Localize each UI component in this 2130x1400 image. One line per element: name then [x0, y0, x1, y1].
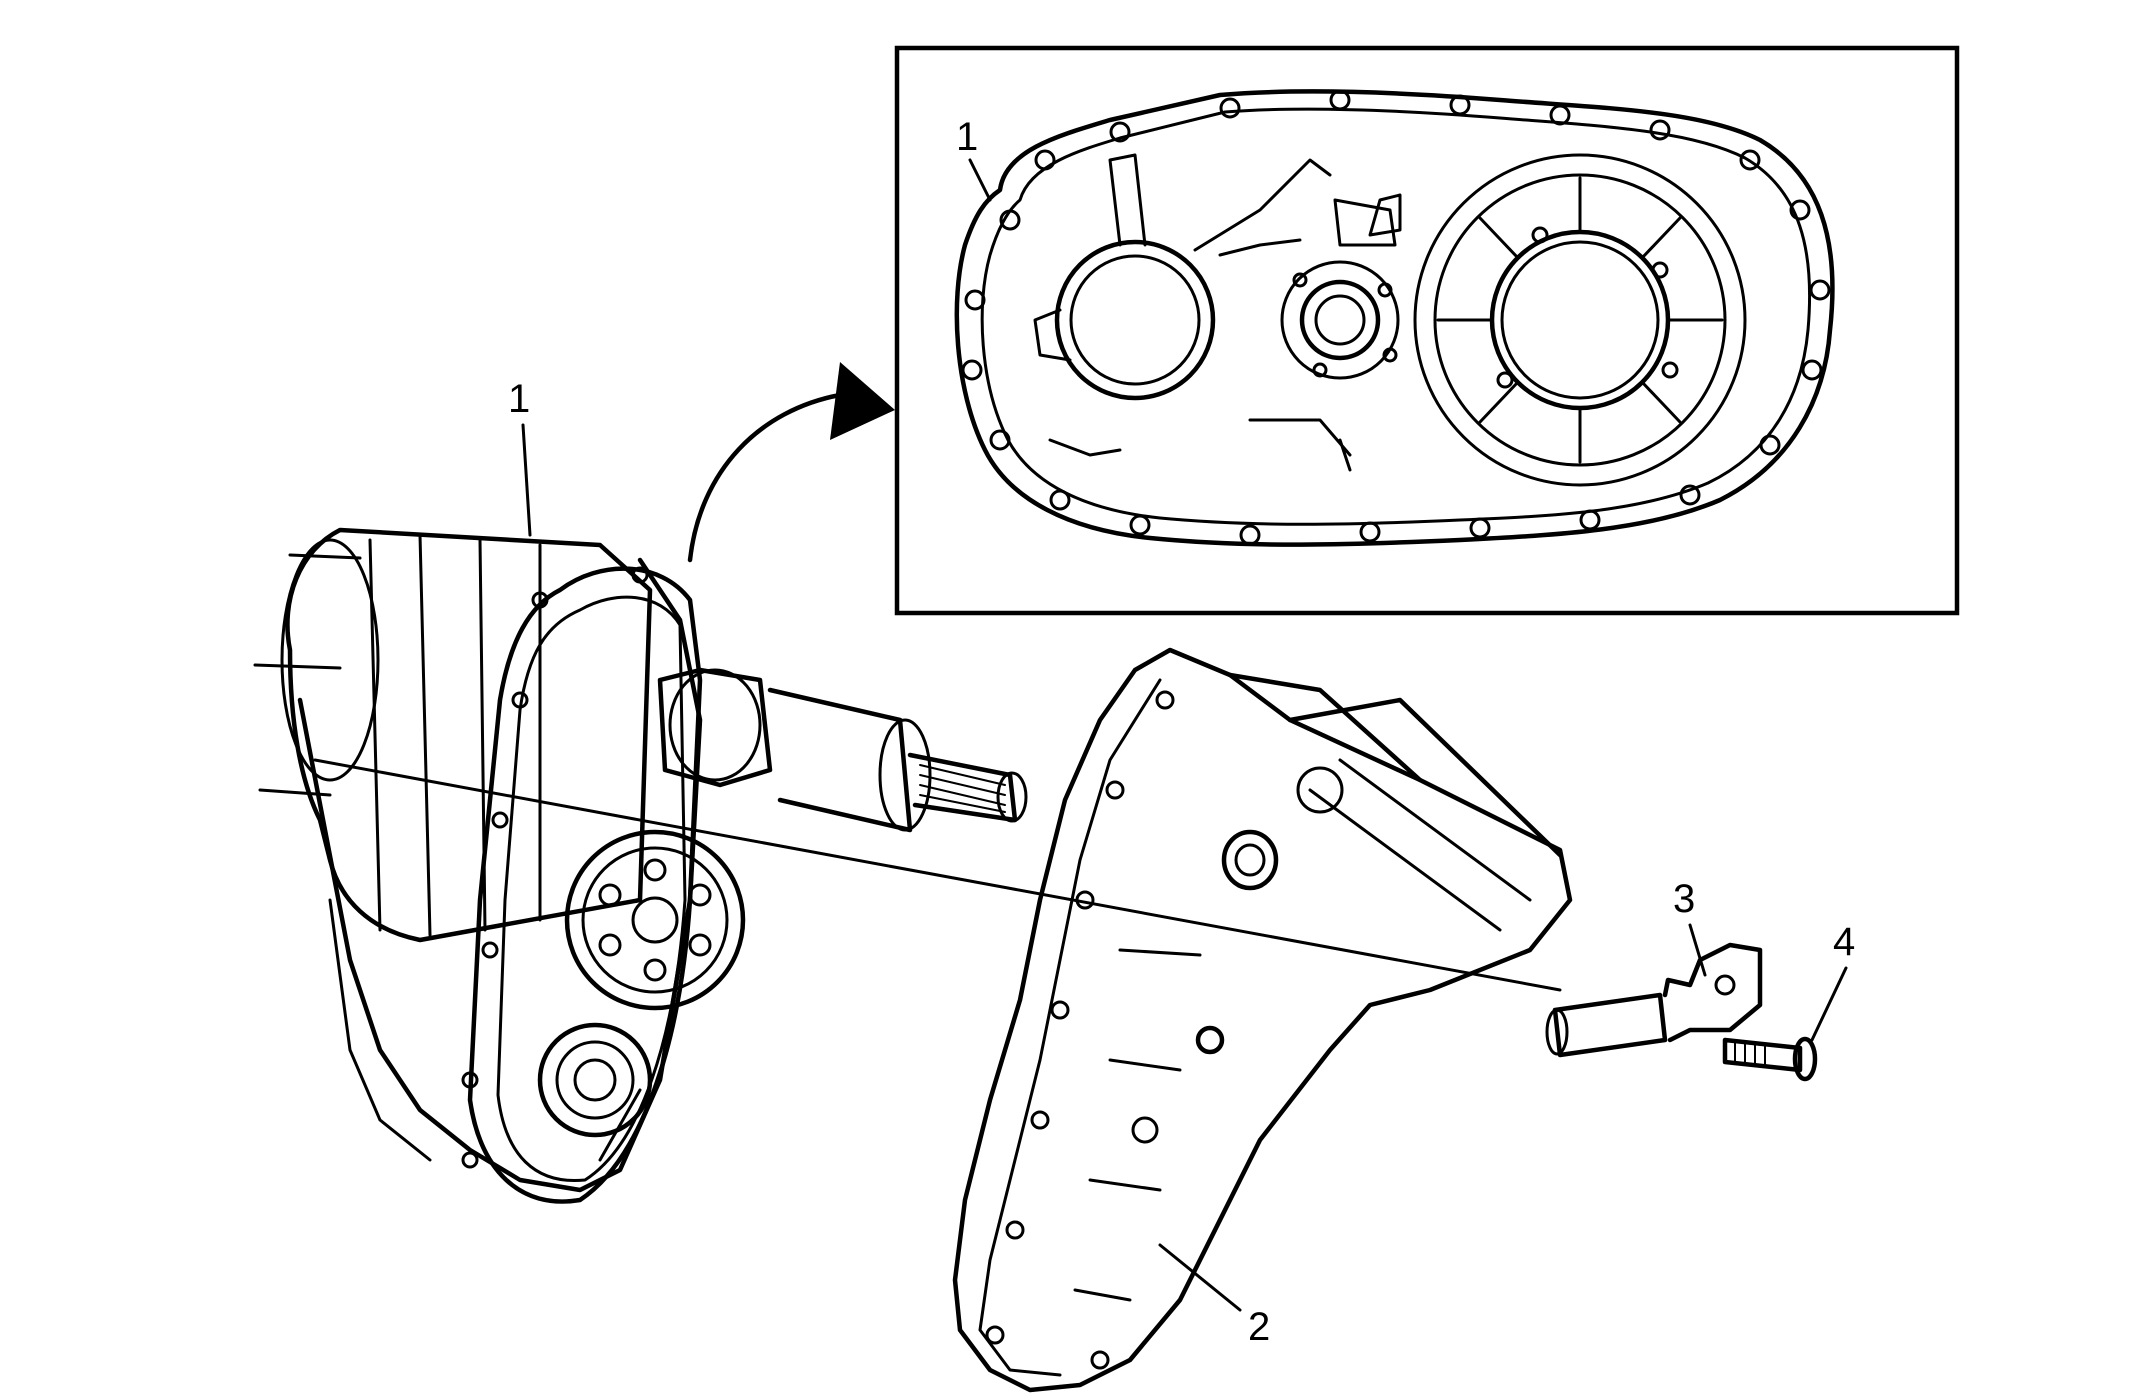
inset-callout-label-1: 1 — [956, 115, 978, 159]
front-housing-studs — [253, 553, 362, 797]
inset-rear-output-bore — [1413, 153, 1747, 487]
callout-leader-1 — [521, 423, 532, 537]
driven-sprocket — [564, 829, 746, 1011]
rear-case-half — [952, 647, 1573, 1393]
inset-flange-bolt-holes — [961, 89, 1831, 546]
detail-arrow — [687, 362, 895, 563]
callout-label-4: 4 — [1833, 920, 1855, 964]
main-output-shaft — [657, 667, 1028, 833]
inset-center-boss — [1280, 260, 1400, 380]
drive-chain — [467, 566, 703, 1204]
alignment-axis-line — [313, 758, 1562, 992]
inset-shift-fork-pocket — [1333, 198, 1397, 247]
inset-front-output-bore — [1033, 239, 1216, 401]
callout-label-2: 2 — [1248, 1305, 1270, 1349]
rear-case-outline — [952, 647, 1573, 1393]
bracket — [1545, 942, 1763, 1058]
main-case-flange-holes — [461, 566, 649, 1169]
callout-label-1: 1 — [508, 377, 530, 421]
callout-leader-3 — [1688, 923, 1707, 977]
extension-housing — [1227, 672, 1563, 858]
rear-case-flange-holes — [985, 690, 1225, 1370]
front-case-assembly — [253, 527, 1028, 1204]
callout-label-3: 3 — [1673, 877, 1695, 921]
bolt — [1722, 1036, 1818, 1082]
inset-internal-ribs — [1048, 153, 1402, 472]
inset-case-flange-outline — [954, 89, 1835, 547]
inset-detail-view: 1 — [894, 45, 1960, 616]
inset-callout-leader-1 — [968, 158, 992, 202]
callout-leader-2 — [1158, 1243, 1242, 1312]
callout-leader-4 — [1810, 966, 1848, 1042]
callouts: 1 2 3 4 — [508, 377, 1855, 1349]
front-output-bearing — [537, 1022, 653, 1138]
inset-frame — [894, 45, 1960, 616]
